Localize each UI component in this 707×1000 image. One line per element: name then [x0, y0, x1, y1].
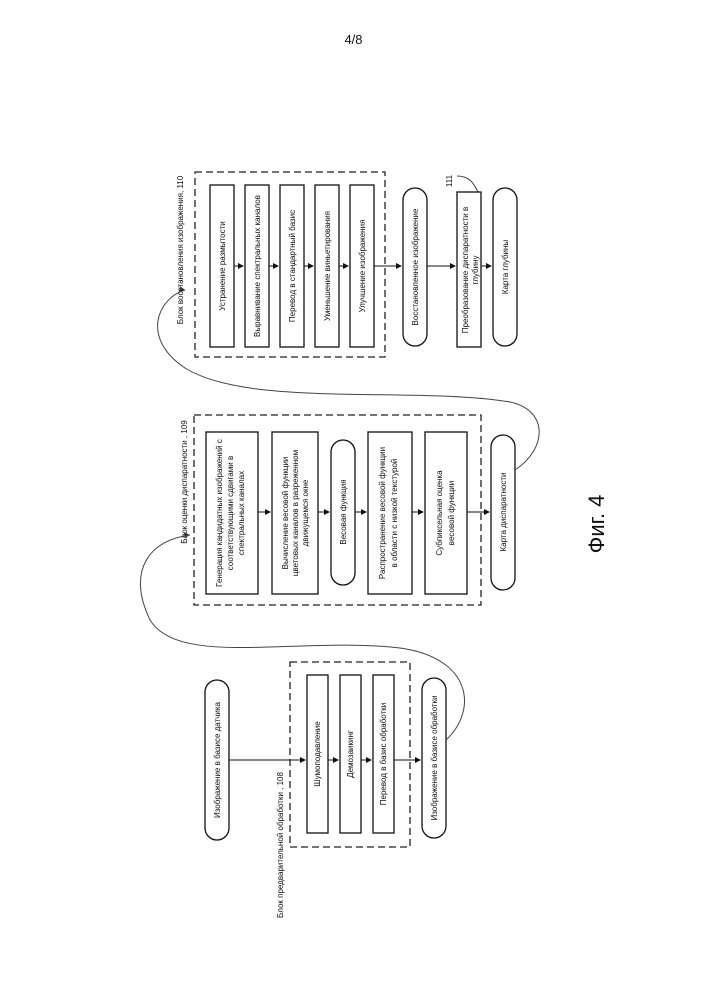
disparity-block-label: Блок оценки диспаратности , 109: [180, 420, 189, 544]
disparity-to-depth-line-1: Преобразование диспаратности в: [461, 207, 470, 333]
disparity-step-5-line-1: Субпиксельная оценка: [435, 470, 444, 556]
disparity-step-3-label: Весовая функция: [339, 479, 348, 544]
restoration-block-label: Блок восстановления изображения, 110: [176, 175, 185, 324]
disparity-step-4-line-2: в области с низкой текстурой: [390, 459, 399, 568]
sensor-image-label: Изображение в базисе датчика: [213, 701, 222, 818]
disparity-step-2-line-1: Вычисление весовой функции: [281, 457, 290, 570]
disparity-step-4-line-1: Распространение весовой функции: [378, 447, 387, 579]
disparity-to-depth-line-2: глубину: [471, 256, 480, 285]
processing-image-label: Изображение в базисе обработки: [430, 695, 439, 820]
restoration-step-3-label: Перевод в стандартный базис: [288, 210, 297, 322]
disparity-step-1-line-3: спектральных каналах: [237, 471, 246, 555]
preprocessing-block-label: Блок предварительной обработки , 108: [276, 771, 285, 917]
figure-caption: Фиг. 4: [584, 495, 609, 554]
disparity-step-2-line-3: движущемся окне: [301, 479, 310, 546]
disparity-step-5: [425, 432, 467, 594]
restoration-step-2-label: Выравнивание спектральных каналов: [253, 195, 262, 337]
ref-leader-line: [457, 176, 478, 192]
disparity-step-2-line-2: цветовых каналов в разреженном: [291, 450, 300, 576]
preprocessing-step-3-label: Перевод в базис обработки: [379, 703, 388, 805]
restoration-step-4-label: Уменьшение виньетирования: [323, 211, 332, 321]
preprocessing-step-2-label: Демозаикинг: [346, 730, 355, 778]
depth-map-label: Карта глубины: [501, 240, 510, 295]
restored-image-label: Восстановленное изображение: [411, 208, 420, 325]
disparity-step-1-line-1: Генерация кандидатных изображений с: [215, 439, 224, 587]
disparity-map-label: Карта диспаратности: [499, 473, 508, 552]
conversion-ref-label: 111: [445, 174, 454, 187]
disparity-step-5-line-2: весовой функции: [447, 481, 456, 545]
preprocessing-step-1-label: Шумоподавление: [313, 721, 322, 787]
restoration-step-1-label: Устранение размытости: [218, 221, 227, 310]
disparity-step-1-line-2: соответствующими сдвигами в: [226, 456, 235, 570]
restoration-step-5-label: Улучшение изображения: [358, 220, 367, 313]
